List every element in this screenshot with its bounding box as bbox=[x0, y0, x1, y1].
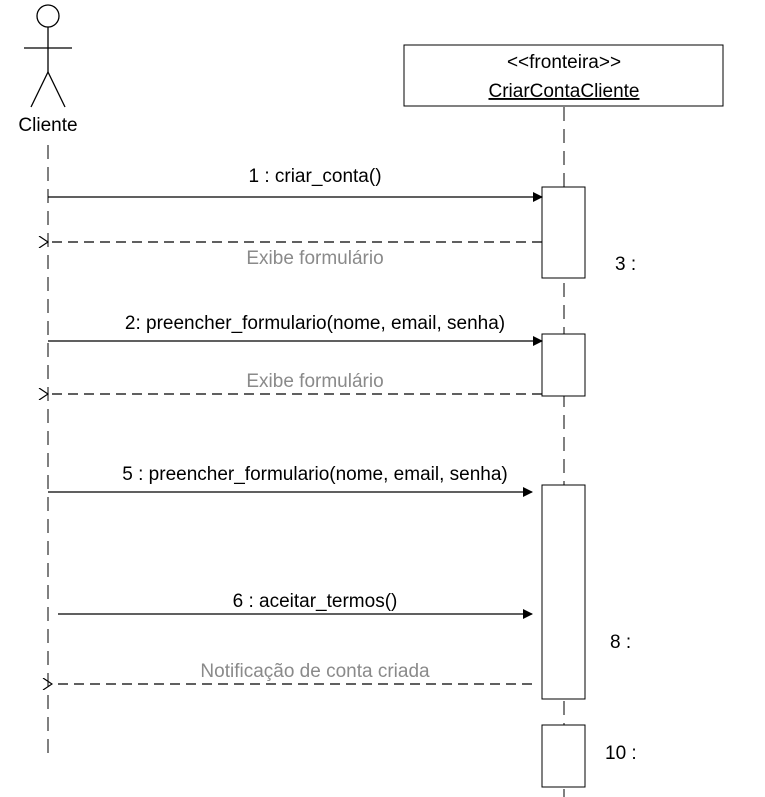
actor-icon bbox=[24, 4, 72, 108]
message-label: 2: preencher_formulario(nome, email, sen… bbox=[125, 313, 505, 334]
message-label: 5 : preencher_formulario(nome, email, se… bbox=[122, 464, 507, 485]
return-label: Exibe formulário bbox=[246, 248, 383, 269]
return-label: Notificação de conta criada bbox=[200, 661, 430, 682]
activation-bar bbox=[541, 724, 586, 788]
activation-bar bbox=[541, 333, 586, 397]
boundary-object-box[interactable] bbox=[403, 44, 724, 107]
boundary-stereotype: <<fronteira>> bbox=[507, 52, 621, 73]
actor-name: Cliente bbox=[18, 115, 77, 136]
message-label: 6 : aceitar_termos() bbox=[233, 591, 398, 612]
side-label: 10 : bbox=[605, 743, 637, 764]
return-label: Exibe formulário bbox=[246, 371, 383, 392]
side-label: 8 : bbox=[610, 632, 631, 653]
activation-bar bbox=[541, 484, 586, 700]
message-label: 1 : criar_conta() bbox=[248, 166, 381, 187]
side-label: 3 : bbox=[615, 254, 636, 275]
boundary-name: CriarContaCliente bbox=[488, 81, 639, 102]
activation-bar bbox=[541, 186, 586, 279]
